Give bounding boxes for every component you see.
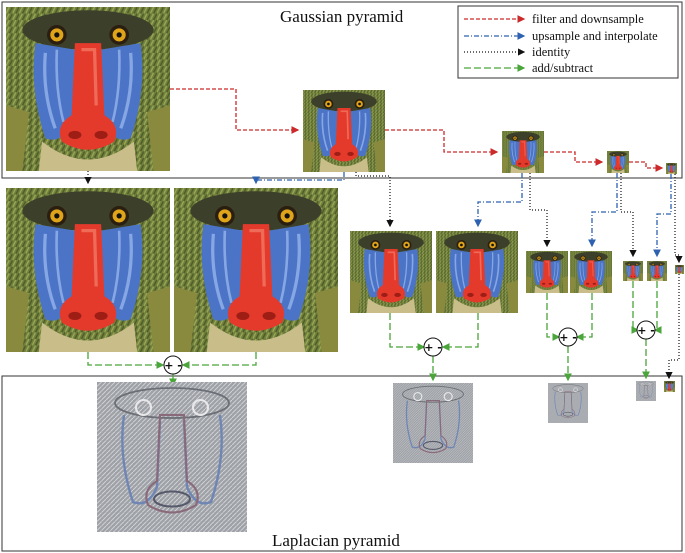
svg-text:+ -: + - [637, 324, 655, 337]
subtract-operator-3: + - [636, 320, 656, 340]
legend-label-identity: identity [532, 45, 571, 59]
legend-label-add: add/subtract [532, 61, 594, 75]
subtract-operator-2: + - [558, 327, 578, 347]
subtract-operator-0: + - [163, 355, 183, 375]
upsampled-level-4-image [647, 261, 667, 281]
identity-arrows [84, 171, 683, 380]
add-subtract-arrows [87, 281, 662, 387]
upsampled-level-1-image [174, 188, 338, 352]
gaussian-pyramid-title: Gaussian pyramid [280, 7, 404, 26]
gaussian-panel [1, 1, 683, 179]
gaussian-level-4-image [666, 163, 677, 174]
laplacian-level-0-image [95, 382, 249, 532]
laplacian-level-3-image [636, 381, 656, 401]
gaussian-copy-level-0-image [6, 188, 170, 352]
subtract-operator-1: + - [423, 337, 443, 357]
laplacian-level-2-image [548, 383, 588, 423]
gaussian-copy-level-3-image [623, 261, 643, 281]
legend-label-filter: filter and downsample [532, 12, 644, 26]
laplacian-level-4-image [664, 381, 675, 392]
svg-text:+ -: + - [424, 341, 442, 354]
laplacian-panel [1, 375, 683, 552]
gaussian-copy-level-4-image [675, 265, 684, 274]
gaussian-copy-level-2-image [526, 251, 568, 293]
svg-text:+ -: + - [559, 331, 577, 344]
laplacian-pyramid-title: Laplacian pyramid [272, 531, 400, 550]
legend-label-upsample: upsample and interpolate [532, 29, 658, 43]
upsample-arrows [252, 172, 672, 258]
gaussian-level-0-image [6, 7, 170, 171]
gaussian-level-1-image [303, 90, 385, 172]
downsample-arrows [170, 88, 664, 172]
legend: filter and downsample upsample and inter… [457, 5, 679, 79]
upsampled-level-3-image [570, 251, 612, 293]
laplacian-level-1-image [393, 383, 473, 463]
upsampled-level-2-image [436, 231, 518, 313]
svg-text:+ -: + - [164, 359, 182, 372]
gaussian-level-2-image [502, 131, 544, 173]
gaussian-copy-level-1-image [350, 231, 432, 313]
gaussian-level-3-image [607, 151, 629, 173]
